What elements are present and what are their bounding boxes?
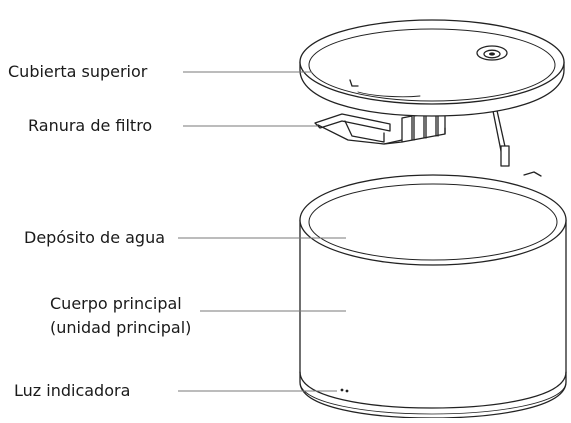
label-filter-slot: Ranura de filtro bbox=[28, 116, 153, 135]
label-top-cover: Cubierta superior bbox=[8, 62, 148, 81]
label-indicator-light: Luz indicadora bbox=[14, 381, 131, 400]
filter-slot bbox=[314, 110, 446, 145]
label-main-body: Cuerpo principal bbox=[50, 294, 182, 313]
leader-lines bbox=[178, 71, 346, 392]
water-tank bbox=[299, 171, 567, 266]
label-water-tank: Depósito de agua bbox=[24, 228, 166, 247]
indicator-light bbox=[340, 388, 349, 393]
label-main-body-sub: (unidad principal) bbox=[50, 318, 192, 337]
pump-tube bbox=[491, 105, 510, 167]
top-cover bbox=[299, 19, 565, 117]
